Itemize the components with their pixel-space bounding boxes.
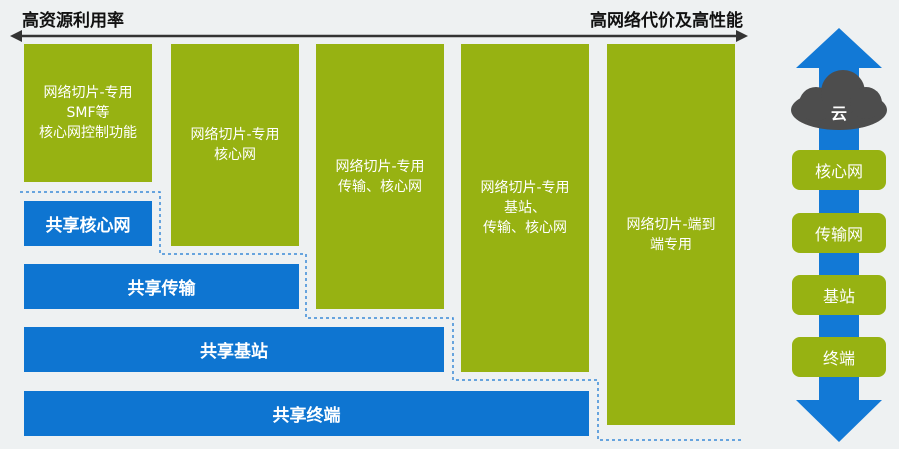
slice-transport-core-text: 网络切片-专用 传输、核心网 (335, 158, 425, 195)
cloud-label: 云 (830, 104, 847, 123)
slice-smf: 网络切片-专用 SMF等 核心网控制功能 (24, 44, 152, 182)
layer-base-station: 基站 (792, 275, 886, 315)
layer-core-network: 核心网 (792, 150, 886, 190)
header-left-label: 高资源利用率 (22, 11, 124, 31)
layer-transport-network: 传输网 (792, 213, 886, 253)
slice-smf-text: 网络切片-专用 SMF等 核心网控制功能 (39, 85, 137, 141)
slice-core-text: 网络切片-专用 核心网 (190, 127, 280, 163)
header-right-label: 高网络代价及高性能 (590, 11, 743, 31)
layer-terminal: 终端 (792, 337, 886, 377)
